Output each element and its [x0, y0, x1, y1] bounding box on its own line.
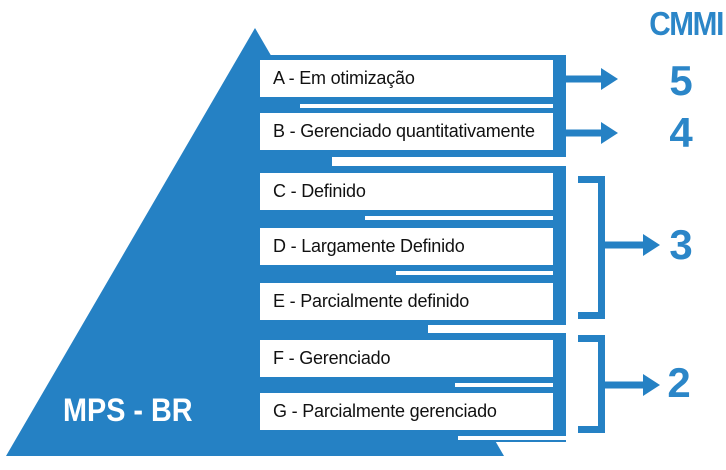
- arrow-level-2-icon: [643, 374, 660, 396]
- accent-line: [458, 436, 566, 440]
- level-box-label: A - Em otimização: [273, 68, 415, 88]
- level-box-a: A - Em otimização: [255, 55, 566, 102]
- accent-line: [396, 271, 553, 275]
- level-box-label: E - Parcialmente definido: [273, 291, 470, 311]
- cmmi-level-4: 4: [669, 109, 693, 156]
- pyramid-label: MPS - BR: [63, 392, 193, 428]
- gap-band: [255, 435, 566, 442]
- level-box-label: D - Largamente Definido: [273, 236, 465, 256]
- gap-band: [255, 382, 566, 388]
- level-box-label: F - Gerenciado: [273, 348, 391, 368]
- level-box-label: B - Gerenciado quantitativamente: [273, 121, 535, 141]
- level-box-d: D - Largamente Definido: [255, 223, 566, 270]
- accent-line: [455, 383, 553, 387]
- accent-line: [300, 104, 553, 108]
- level-box-b: B - Gerenciado quantitativamente: [255, 108, 566, 155]
- accent-line: [332, 157, 566, 166]
- cmmi-level-2: 2: [667, 359, 691, 406]
- cmmi-title: CMMI: [649, 5, 724, 42]
- level-box-label: C - Definido: [273, 181, 366, 201]
- bracket-level-2: [578, 335, 660, 433]
- cmmi-level-3: 3: [669, 221, 693, 268]
- level-box-g: G - Parcialmente gerenciado: [255, 388, 566, 435]
- bracket-level-3: [578, 176, 660, 319]
- level-box-c: C - Definido: [255, 168, 566, 215]
- arrow-level-3-icon: [643, 234, 660, 256]
- accent-line: [428, 324, 566, 333]
- accent-line: [365, 216, 553, 220]
- level-box-e: E - Parcialmente definido: [255, 278, 566, 325]
- level-box-label: G - Parcialmente gerenciado: [273, 401, 497, 421]
- level-box-f: F - Gerenciado: [255, 335, 566, 382]
- arrow-level-4-icon: [564, 122, 618, 144]
- arrow-level-5-icon: [564, 68, 618, 90]
- cmmi-level-5: 5: [669, 57, 693, 104]
